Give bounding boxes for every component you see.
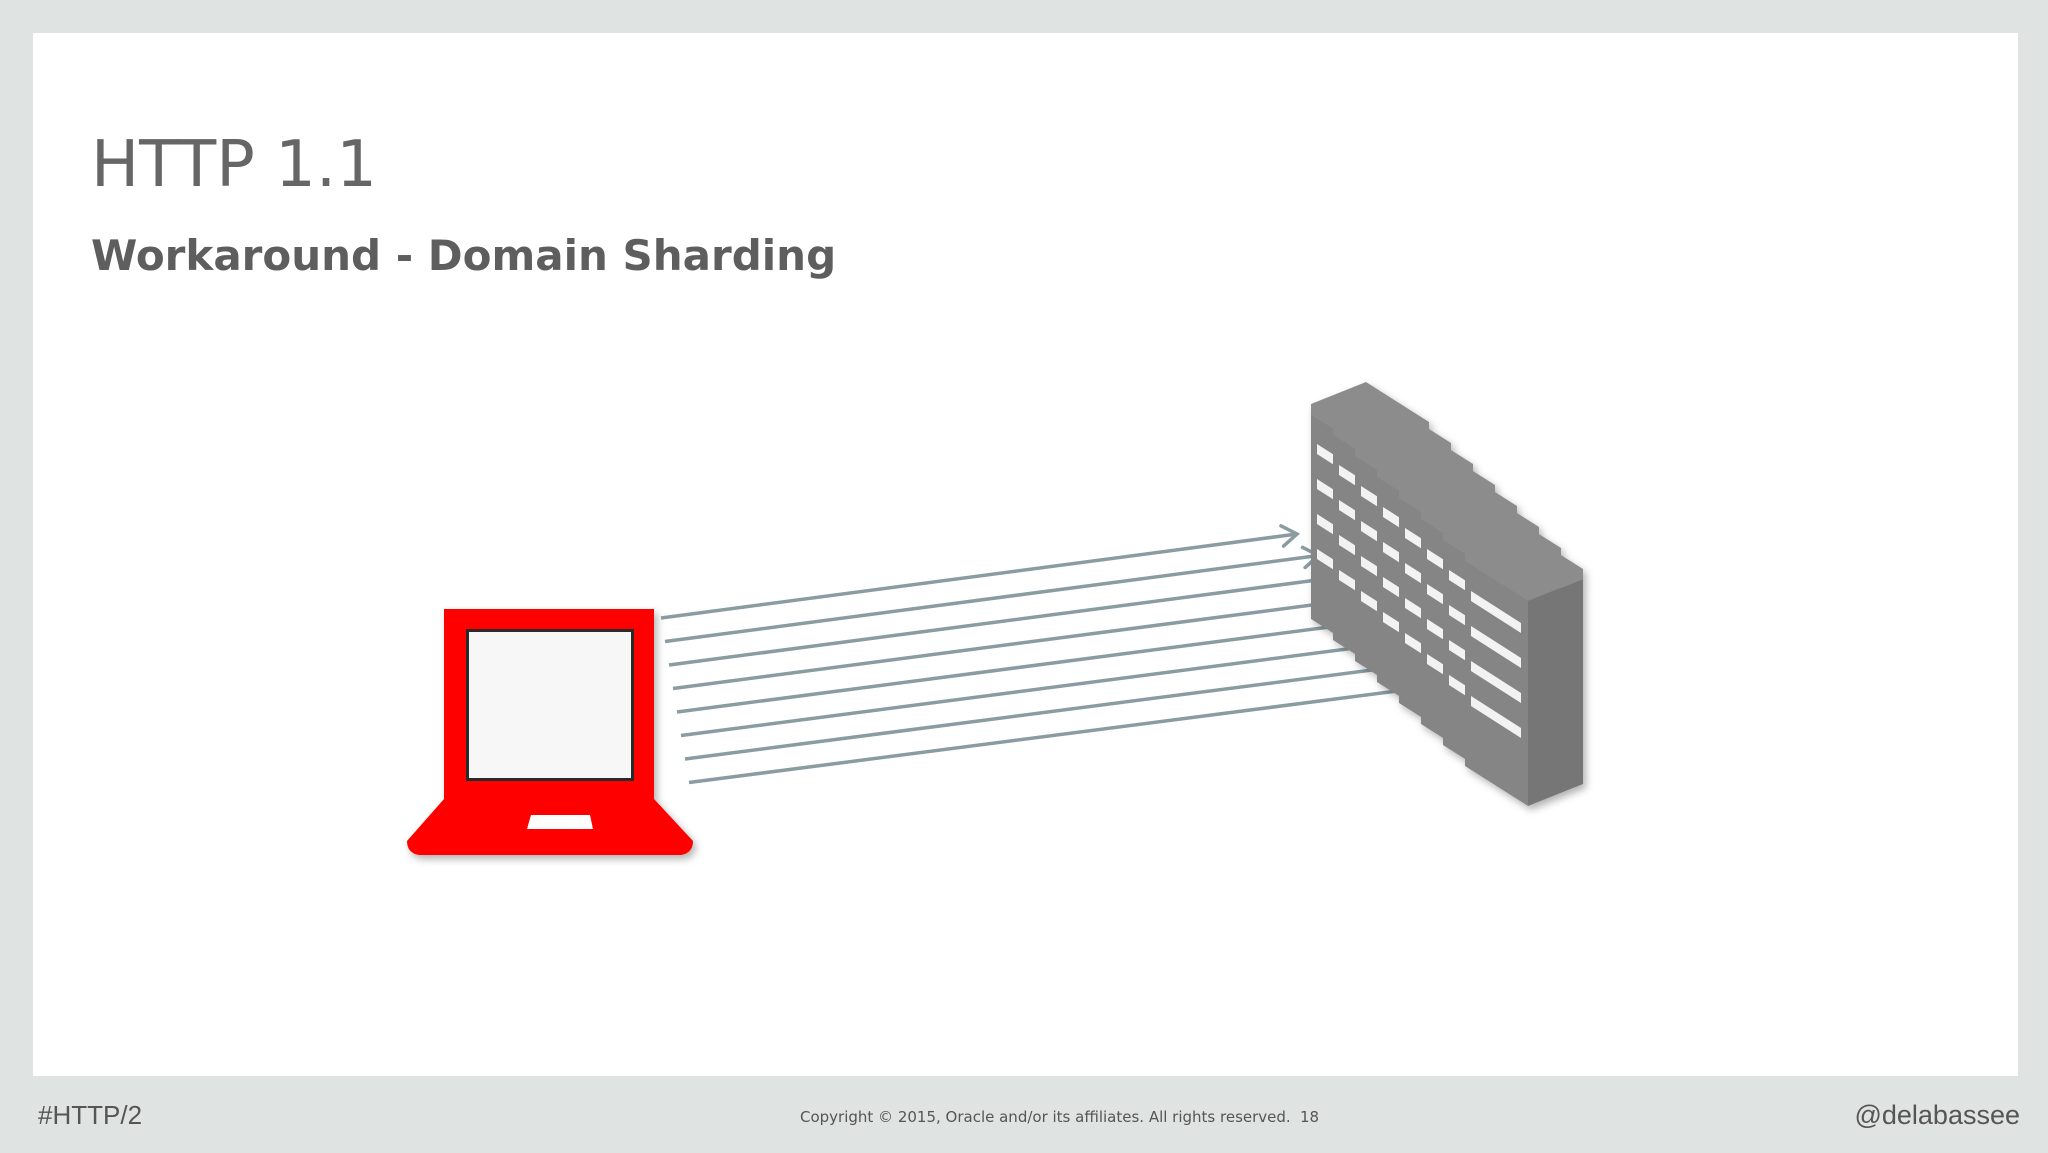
page-number: 18	[1300, 1108, 1320, 1126]
footer-hashtag: #HTTP/2	[38, 1100, 143, 1130]
slide-title: HTTP 1.1	[91, 128, 377, 202]
laptop-icon	[407, 609, 693, 855]
footer-copyright: Copyright © 2015, Oracle and/or its affi…	[800, 1108, 1291, 1126]
slide-subtitle: Workaround - Domain Sharding	[91, 231, 837, 280]
connection-arrow	[660, 524, 1301, 620]
connection-arrow	[684, 653, 1430, 761]
server-stack	[1311, 382, 1583, 806]
server-icon	[1465, 529, 1583, 806]
connection-arrow	[672, 588, 1365, 691]
connection-arrow	[688, 674, 1451, 785]
connection-arrow	[668, 567, 1344, 667]
slide: HTTP 1.1 Workaround - Domain Sharding	[33, 33, 2018, 1076]
connection-arrows	[660, 524, 1451, 785]
footer-handle: @delabassee	[1854, 1100, 2020, 1130]
domain-sharding-diagram	[407, 382, 1583, 855]
